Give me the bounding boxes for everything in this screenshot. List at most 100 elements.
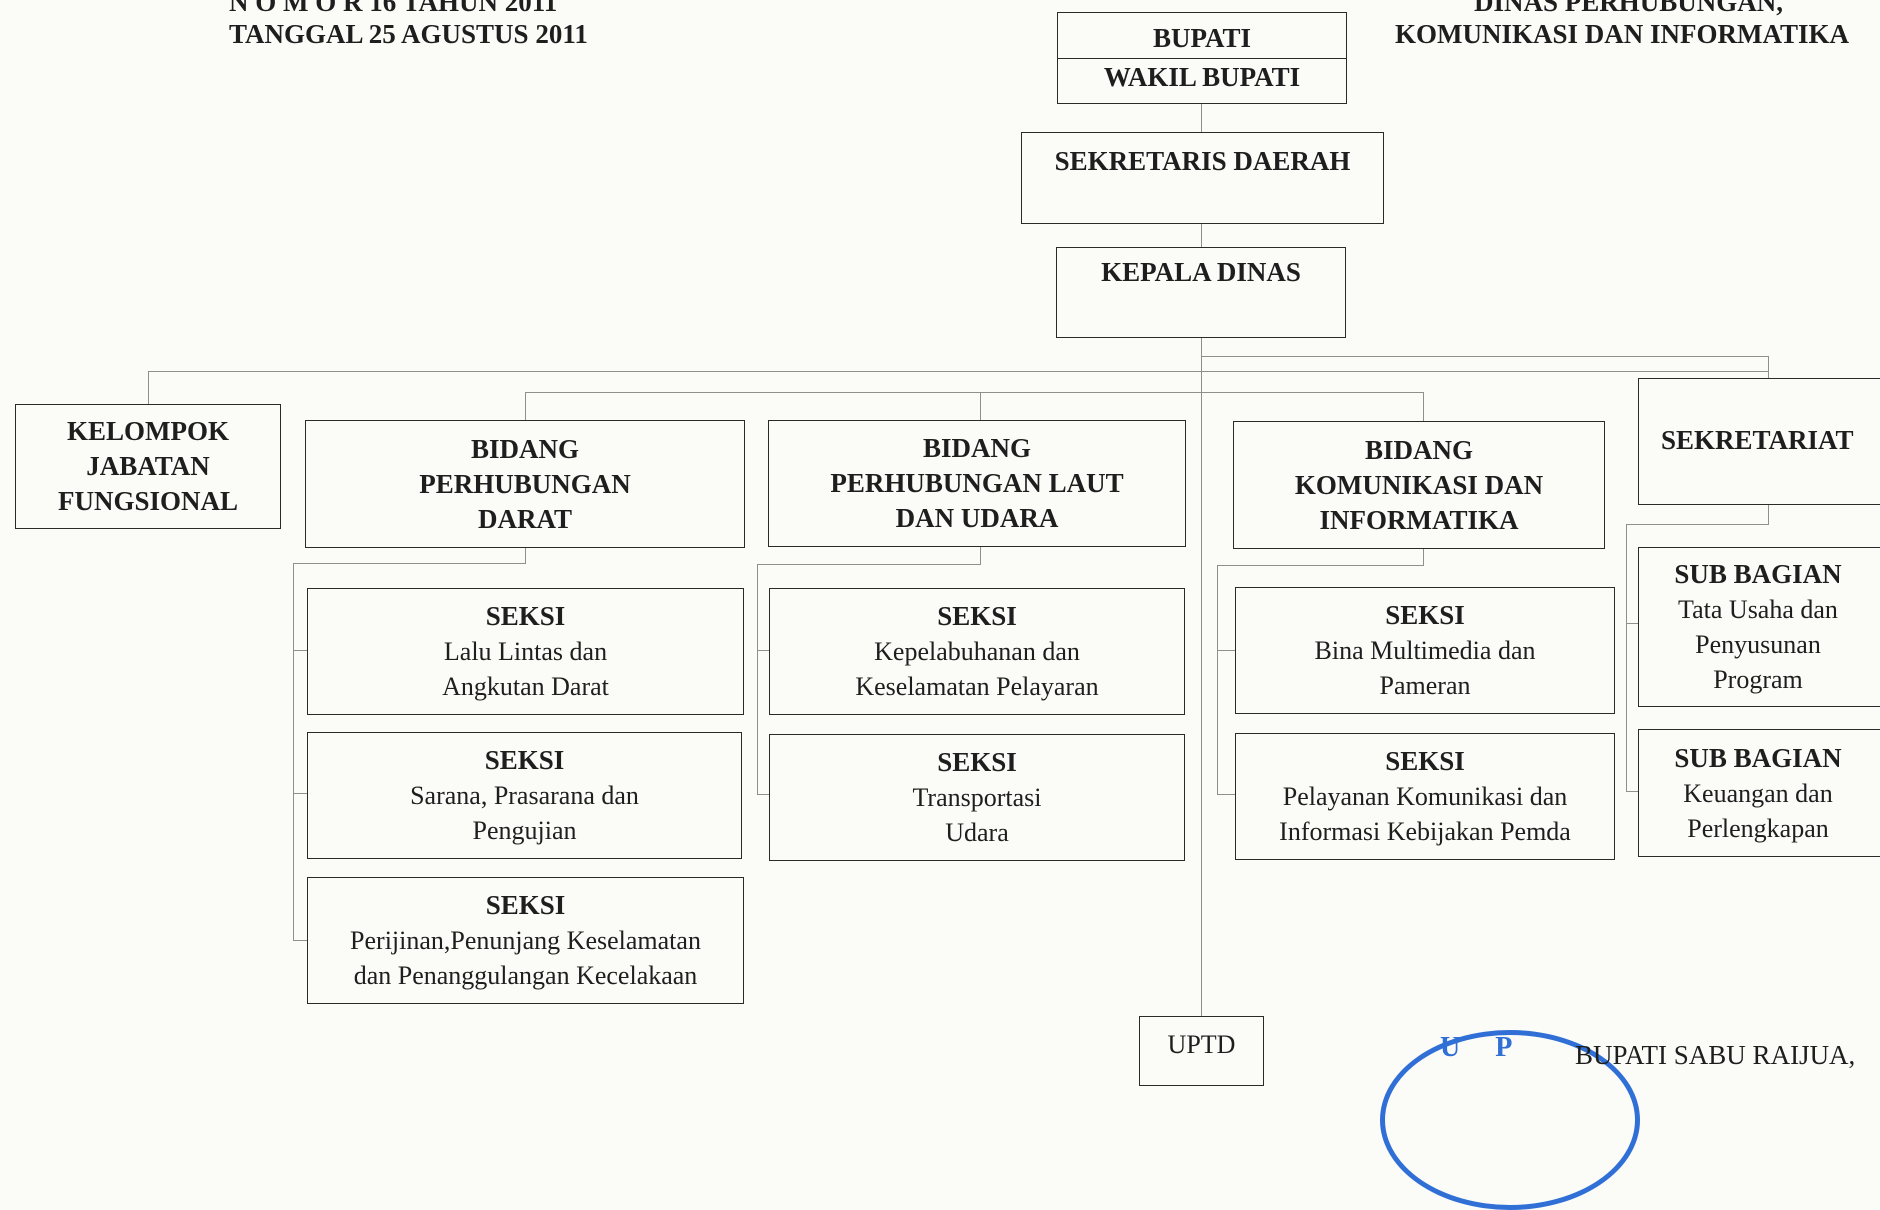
connector [148,371,150,404]
connector [757,794,770,796]
bidang-laut-box: BIDANG PERHUBUNGAN LAUT DAN UDARA [768,420,1186,547]
sub-bagian-desc: Tata Usaha dan [1678,595,1838,624]
seksi-title: SEKSI [485,601,566,631]
connector [1217,794,1235,796]
connector [293,650,308,652]
header-nomor: N O M O R 16 TAHUN 2011 [229,0,558,17]
kelompok-line: FUNGSIONAL [57,486,239,516]
connector [293,940,308,942]
connector [1626,524,1628,792]
seksi-title: SEKSI [937,747,1017,777]
sekretaris-daerah-box: SEKRETARIS DAERAH [1021,132,1384,224]
connector [1423,392,1425,421]
seksi-title: SEKSI [484,745,565,775]
signature-label: BUPATI SABU RAIJUA, [1575,1040,1856,1070]
connector [1626,524,1769,526]
sub-bagian-desc: Program [1713,665,1803,694]
connector [293,563,526,565]
seksi-desc: Lalu Lintas dan [443,637,608,666]
connector [148,371,1769,373]
kelompok-line: JABATAN [86,451,210,481]
bidang-line: BIDANG [922,433,1031,463]
connector [1768,504,1770,525]
seksi-desc: Angkutan Darat [442,672,609,701]
seal-text: U P [1440,1032,1527,1063]
bidang-line: DARAT [478,503,572,534]
sub-bagian-2: SUB BAGIAN Keuangan dan Perlengkapan [1638,729,1880,857]
bidang-line: INFORMATIKA [1319,504,1519,535]
seksi-kominfo-2: SEKSI Pelayanan Komunikasi dan Informasi… [1235,733,1615,860]
wakil-bupati-label: WAKIL BUPATI [1103,62,1301,92]
seksi-title: SEKSI [937,601,1017,631]
connector [1423,548,1425,566]
bupati-label: BUPATI [1152,23,1251,53]
sub-bagian-desc: Keuangan dan [1683,778,1833,808]
sub-bagian-title: SUB BAGIAN [1674,559,1842,589]
seksi-desc: Pengujian [472,816,577,845]
sub-bagian-title: SUB BAGIAN [1674,742,1842,773]
seksi-desc: dan Penanggulangan Kecelakaan [353,961,698,990]
main-trunk [1201,337,1203,1017]
bidang-line: PERHUBUNGAN [419,468,631,499]
bidang-kominfo-box: BIDANG KOMUNIKASI DAN INFORMATIKA [1233,421,1605,549]
seksi-desc: Pelayanan Komunikasi dan [1282,782,1568,811]
sekretaris-daerah-label: SEKRETARIS DAERAH [1054,146,1351,176]
seksi-desc: Sarana, Prasarana dan [410,781,639,810]
seksi-kominfo-1: SEKSI Bina Multimedia dan Pameran [1235,587,1615,714]
connector [1217,565,1219,795]
uptd-label: UPTD [1167,1030,1236,1059]
seksi-title: SEKSI [1385,600,1465,630]
sekretariat-box: SEKRETARIAT [1638,378,1880,505]
connector [1201,103,1203,132]
seksi-desc: Keselamatan Pelayaran [855,672,1099,701]
seksi-desc: Udara [945,818,1009,847]
seksi-desc: Kepelabuhanan dan [874,637,1080,666]
bidang-darat-box: BIDANG PERHUBUNGAN DARAT [305,420,745,548]
seksi-darat-3: SEKSI Perijinan,Penunjang Keselamatan da… [307,877,744,1004]
sub-bagian-1: SUB BAGIAN Tata Usaha dan Penyusunan Pro… [1638,547,1880,707]
bidang-line: KOMUNIKASI DAN [1294,469,1544,500]
kepala-dinas-label: KEPALA DINAS [1101,257,1301,287]
sub-bagian-desc: Penyusunan [1695,630,1821,659]
connector [980,546,982,565]
bidang-line: DAN UDARA [895,503,1059,533]
connector [1217,650,1235,652]
seksi-desc: Perijinan,Penunjang Keselamatan [350,926,701,955]
connector [293,563,295,941]
kelompok-jabatan-box: KELOMPOK JABATAN FUNGSIONAL [15,404,281,529]
uptd-box: UPTD [1139,1016,1264,1086]
connector [757,564,981,566]
connector [757,564,759,795]
header-kominfo: KOMUNIKASI DAN INFORMATIKA [1395,19,1850,49]
seksi-desc: Informasi Kebijakan Pemda [1279,817,1571,846]
connector [525,392,527,420]
bidang-line: PERHUBUNGAN LAUT [830,468,1124,498]
seksi-title: SEKSI [1385,746,1465,776]
kepala-dinas-box: KEPALA DINAS [1056,247,1346,338]
connector [1626,791,1638,793]
seksi-title: SEKSI [485,890,566,920]
seksi-laut-1: SEKSI Kepelabuhanan dan Keselamatan Pela… [769,588,1185,715]
connector [525,547,527,564]
connector [525,392,1424,394]
connector [980,392,982,420]
sub-bagian-desc: Perlengkapan [1687,813,1829,843]
header-dinas: DINAS PERHUBUNGAN, [1474,0,1784,17]
connector [293,793,308,795]
connector [1217,565,1424,567]
seksi-laut-2: SEKSI Transportasi Udara [769,734,1185,861]
connector [1626,623,1638,625]
header-tanggal: TANGGAL 25 AGUSTUS 2011 [229,19,588,49]
seksi-desc: Bina Multimedia dan [1314,636,1536,665]
seksi-desc: Pameran [1379,671,1471,700]
seksi-desc: Transportasi [912,783,1042,812]
kelompok-line: KELOMPOK [67,416,229,446]
bidang-line: BIDANG [1364,434,1473,465]
bidang-line: BIDANG [470,433,579,464]
connector [1201,356,1769,358]
seksi-darat-2: SEKSI Sarana, Prasarana dan Pengujian [307,732,742,859]
sekretariat-label: SEKRETARIAT [1661,425,1854,455]
bupati-box: BUPATI WAKIL BUPATI [1057,12,1347,104]
seksi-darat-1: SEKSI Lalu Lintas dan Angkutan Darat [307,588,744,715]
connector [1768,356,1770,378]
